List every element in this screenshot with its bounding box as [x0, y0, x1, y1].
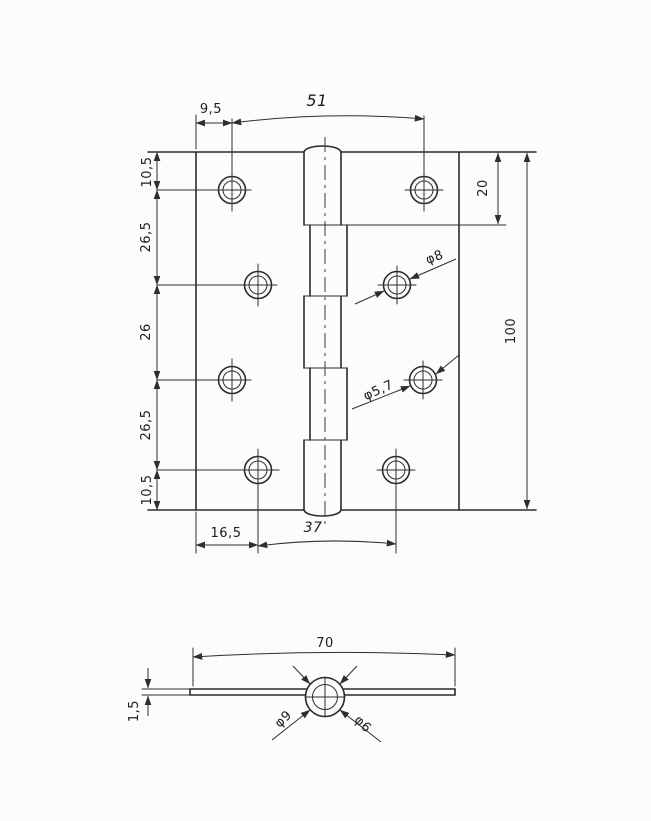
dim-leaf-thickness: 1,5	[127, 668, 191, 722]
dim-label-phi6: φ6	[351, 713, 374, 736]
dim-open-width: 70	[192, 636, 456, 687]
dim-label-9-5: 9,5	[200, 102, 222, 117]
barrel-section	[304, 676, 346, 718]
callout-countersink-dia: φ8	[354, 248, 457, 305]
dim-label-pitch-middle: 26	[139, 323, 154, 341]
dim-label-phi5-7: φ5,7	[361, 378, 396, 404]
dim-label-1-5: 1,5	[127, 700, 142, 722]
dim-edge-to-hole-bottom: 16,5	[195, 526, 259, 549]
extension-lines	[156, 114, 507, 554]
screw-holes-left-leaf	[212, 175, 280, 485]
dim-label-margin-bottom: 10,5	[140, 475, 155, 506]
screw-holes-right-leaf	[376, 175, 444, 485]
dim-label-100: 100	[504, 318, 519, 344]
dim-bottom-hole-span: 37	[257, 520, 397, 549]
dim-label-phi8: φ8	[424, 248, 446, 268]
dim-label-16-5: 16,5	[211, 526, 242, 541]
screw-hole	[403, 360, 443, 400]
dim-chain-left: 10,5 26,5 26 26,5 10,5	[139, 151, 197, 511]
dim-label-pitch-lower: 26,5	[139, 410, 154, 441]
hinge-leaves-outline	[147, 151, 537, 511]
dim-label-pitch-upper: 26,5	[139, 222, 154, 253]
callout-pilot-hole-dia: φ5,7	[351, 354, 460, 410]
bottom-view: φ9 φ6 70 1,5	[127, 636, 456, 743]
dim-label-37: 37	[304, 520, 323, 536]
front-view: 9,5 51 10,5 26,5 26 26,5 10,5 20	[139, 91, 537, 554]
dim-label-phi9: φ9	[272, 708, 295, 731]
dim-knuckle-length: 20	[476, 152, 502, 225]
open-leaf-plate	[189, 688, 456, 696]
hinge-barrel	[303, 137, 348, 527]
dim-label-20: 20	[476, 179, 491, 197]
dim-top-hole-span: 51	[231, 91, 425, 126]
dim-total-height: 100	[504, 152, 531, 510]
dim-label-51: 51	[306, 91, 327, 110]
screw-hole	[377, 265, 417, 305]
dim-label-70: 70	[316, 636, 334, 651]
dim-label-margin-top: 10,5	[140, 157, 155, 188]
dim-edge-to-hole-top: 9,5	[195, 102, 233, 127]
